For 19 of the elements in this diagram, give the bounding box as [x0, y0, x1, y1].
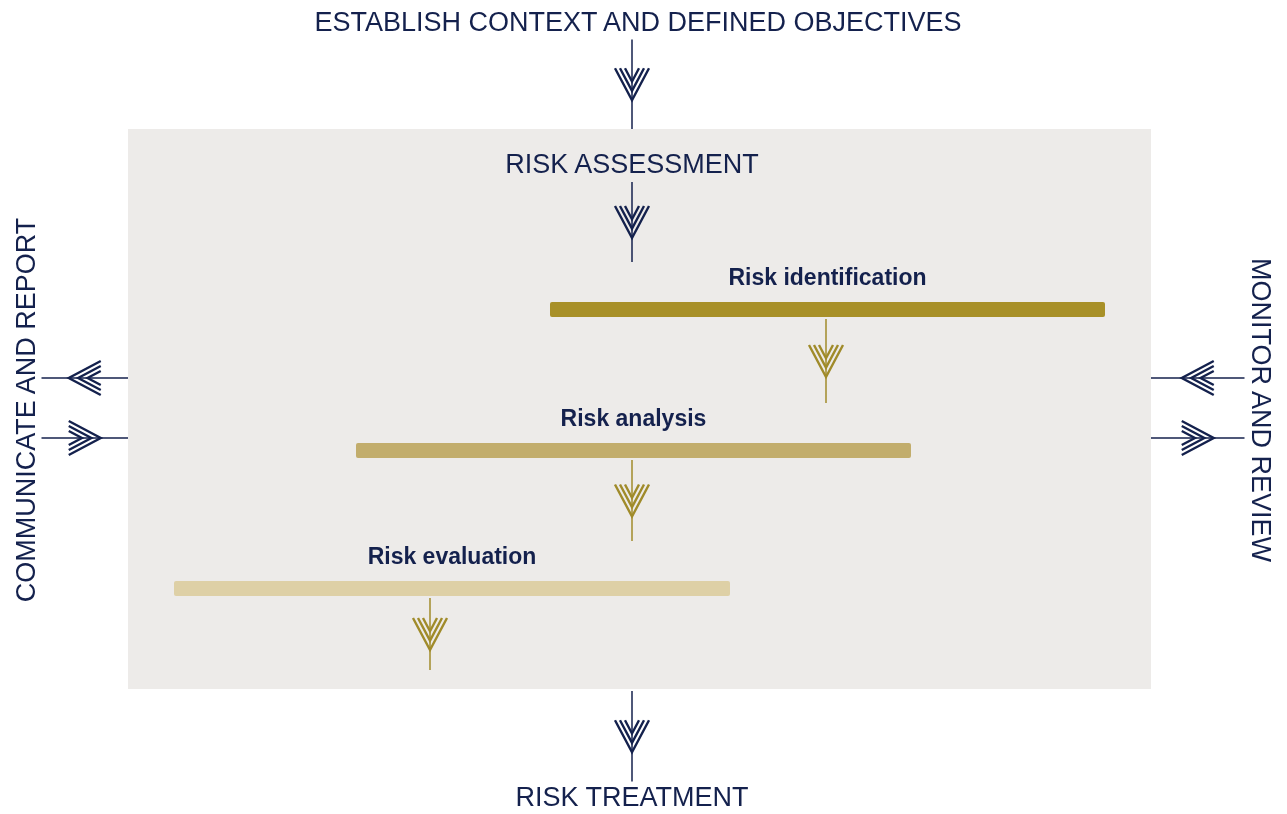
step-heading: ESTABLISH CONTEXT AND DEFINED OBJECTIVES: [314, 6, 962, 38]
chevron-arrow: [40, 359, 129, 397]
chevron-arrow: [613, 38, 651, 130]
step-heading: MONITOR AND REVIEW: [1244, 258, 1276, 562]
chevron-arrow: [613, 181, 651, 263]
chevron-arrow: [40, 419, 129, 457]
step-heading: COMMUNICATE AND REPORT: [10, 217, 42, 603]
step-heading: RISK TREATMENT: [515, 781, 749, 813]
chevron-arrow: [613, 459, 651, 542]
chevron-arrow: [1150, 359, 1246, 397]
process-panel: [128, 129, 1151, 689]
panel-title: RISK ASSESSMENT: [505, 149, 759, 180]
chevron-arrow: [613, 690, 651, 783]
chevron-arrow: [1150, 419, 1246, 457]
step-label: Risk evaluation: [367, 542, 537, 571]
chevron-arrow: [807, 318, 845, 404]
step-label: Risk analysis: [560, 404, 707, 433]
chevron-arrow: [411, 597, 449, 671]
step-label: Risk identification: [728, 263, 927, 292]
